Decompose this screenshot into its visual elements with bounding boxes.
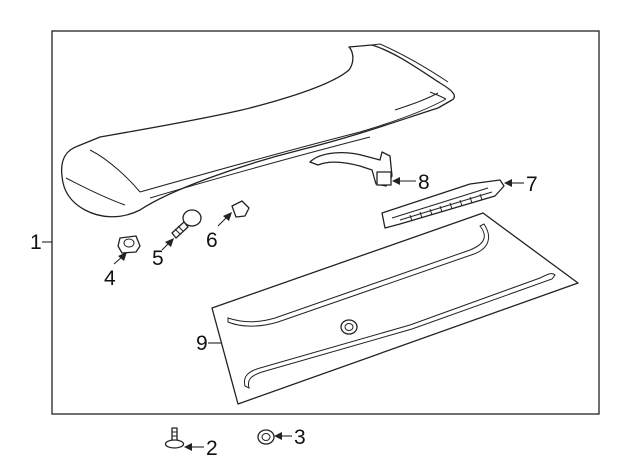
callout-7-label: 7 <box>526 173 538 196</box>
callout-7-arrow <box>504 179 512 187</box>
clip-part[interactable] <box>231 200 250 218</box>
callout-4-arrow <box>118 252 127 261</box>
callout-8-label: 8 <box>418 171 430 194</box>
callout-3-label: 3 <box>294 426 306 449</box>
callout-9[interactable]: 9 <box>196 332 222 355</box>
seal-kit-part[interactable] <box>211 212 579 405</box>
callout-2-arrow <box>184 443 192 451</box>
callout-9-label: 9 <box>196 332 208 355</box>
callout-3[interactable]: 3 <box>274 426 306 449</box>
callout-1-label: 1 <box>30 231 42 254</box>
callout-8[interactable]: 8 <box>392 171 430 194</box>
callout-1[interactable]: 1 <box>30 231 52 254</box>
callout-5-label: 5 <box>152 247 164 270</box>
callout-5-arrow <box>165 238 174 247</box>
callout-2-label: 2 <box>206 437 218 460</box>
grommet-part[interactable] <box>257 429 275 445</box>
callout-8-arrow <box>392 177 400 185</box>
callout-4-label: 4 <box>104 267 116 290</box>
callout-5[interactable]: 5 <box>152 238 174 270</box>
bolt-part[interactable] <box>171 209 202 239</box>
callout-6[interactable]: 6 <box>206 212 232 252</box>
assembly-frame <box>51 30 600 415</box>
callout-4[interactable]: 4 <box>104 252 127 290</box>
stop-lamp-part[interactable] <box>381 179 505 229</box>
lamp-harness-part[interactable] <box>309 151 393 187</box>
callout-3-arrow <box>274 432 282 440</box>
callout-6-label: 6 <box>206 229 218 252</box>
spoiler-part[interactable] <box>60 43 455 218</box>
nut-part[interactable] <box>117 235 141 254</box>
callout-2[interactable]: 2 <box>184 437 218 460</box>
push-pin-part[interactable] <box>164 427 185 449</box>
callout-6-arrow <box>223 212 232 221</box>
callout-7[interactable]: 7 <box>504 173 538 196</box>
